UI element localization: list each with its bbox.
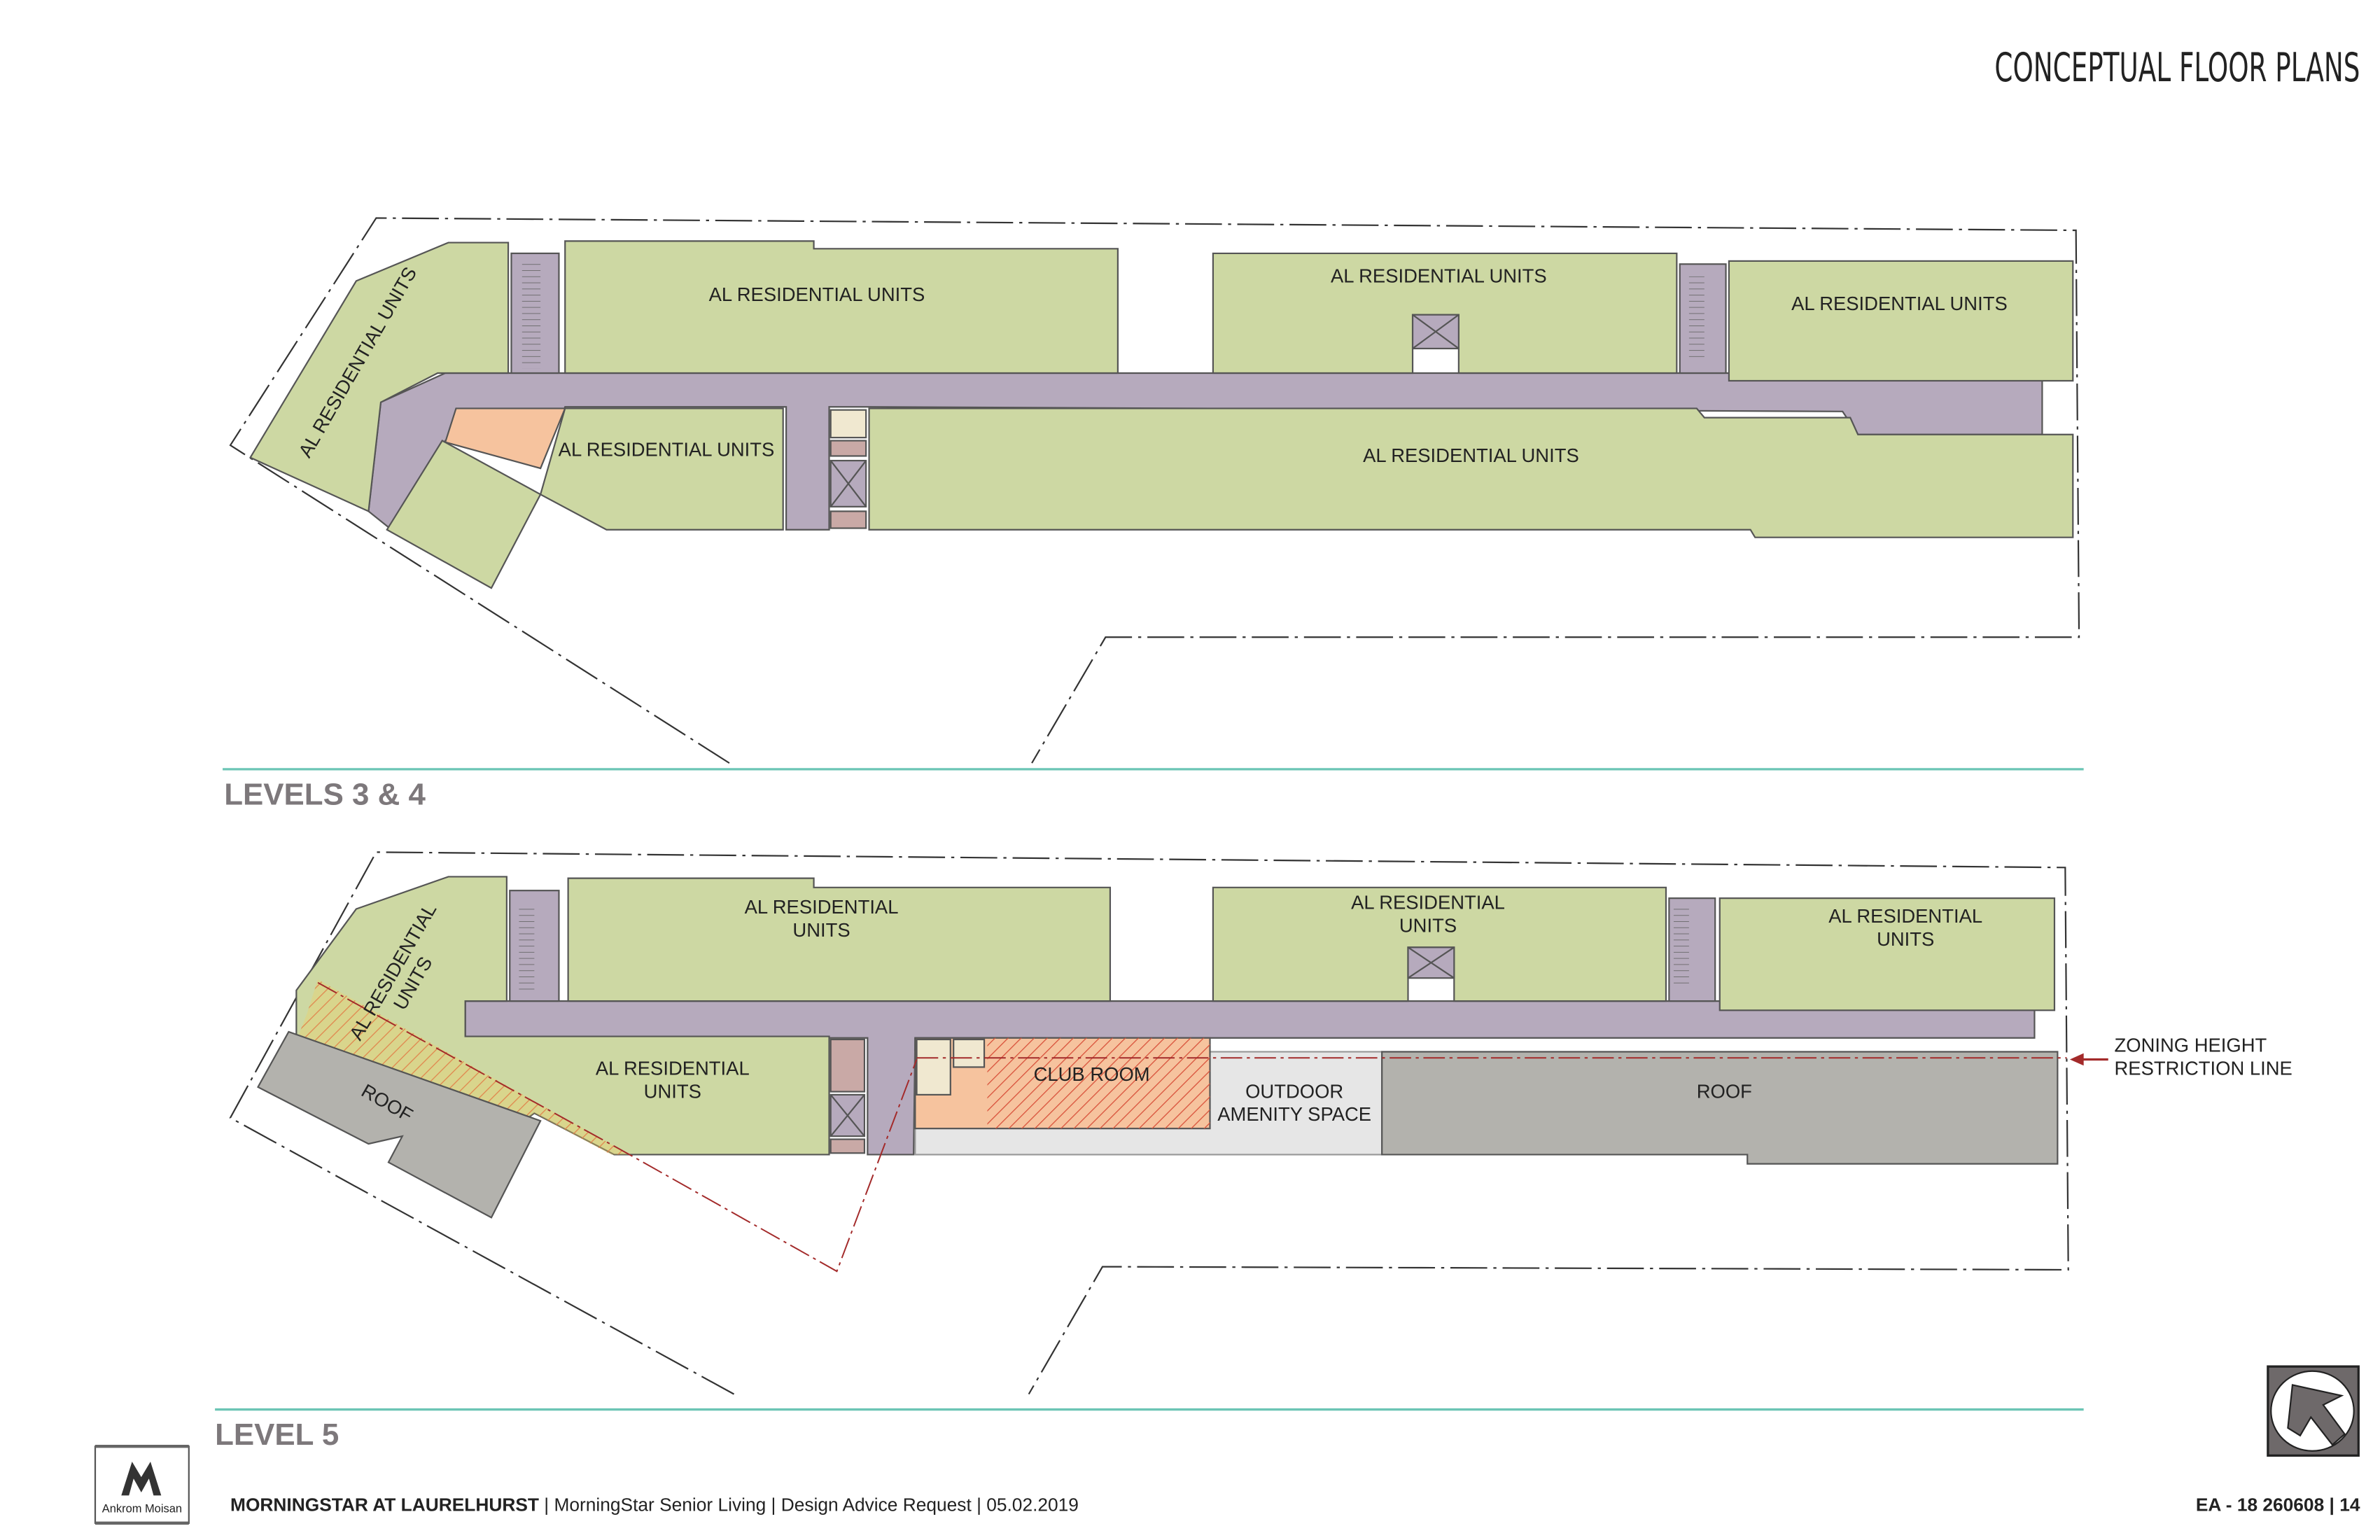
core-room — [830, 409, 867, 439]
arrow-icon — [2069, 1053, 2084, 1066]
unit-label: AL RESIDENTIAL — [596, 1057, 750, 1079]
residential-unit — [1718, 897, 2056, 1011]
unit-label: AL RESIDENTIAL — [1351, 892, 1505, 913]
unit-label: AL RESIDENTIAL UNITS — [1331, 265, 1547, 287]
core-room — [830, 1038, 866, 1093]
unit-label: AL RESIDENTIAL UNITS — [1791, 293, 2008, 314]
unit-label: UNITS — [1877, 928, 1934, 950]
zoning-height-line — [317, 981, 918, 1273]
outdoor-label: OUTDOOR — [1245, 1080, 1343, 1102]
roof-area — [257, 1030, 542, 1219]
unit-label: AL RESIDENTIAL UNITS — [709, 284, 925, 305]
core-room — [830, 510, 867, 529]
zoning-annotation: ZONING HEIGHT — [2115, 1034, 2267, 1056]
residential-unit — [386, 440, 542, 589]
core-room — [830, 440, 867, 457]
level-label: LEVELS 3 & 4 — [224, 777, 426, 811]
residential-unit — [564, 240, 1119, 374]
north-arrow-icon — [2267, 1365, 2360, 1457]
residential-unit — [567, 877, 1112, 1002]
roof-label: ROOF — [1697, 1080, 1752, 1102]
level-5-plan: AL RESIDENTIALUNITS AL RESIDENTIAL UNITS… — [215, 851, 2292, 1452]
unit-label: AL RESIDENTIAL UNITS — [559, 438, 775, 460]
height-exceedance-area — [296, 979, 630, 1155]
elevator-x — [830, 460, 867, 507]
residential-unit — [539, 407, 784, 531]
residential-unit — [248, 241, 510, 513]
unit-label: UNITS — [644, 1080, 701, 1102]
residential-unit — [868, 407, 2074, 538]
level-3-4-plan: AL RESIDENTIAL UNITS AL RESIDENTIAL UNIT… — [223, 217, 2084, 811]
zoning-annotation: RESTRICTION LINE — [2115, 1057, 2292, 1079]
unit-label: UNITS — [1399, 914, 1457, 936]
ankrom-moisan-logo: Ankrom Moisan — [94, 1445, 190, 1525]
level-label: LEVEL 5 — [215, 1418, 339, 1452]
property-line — [229, 851, 2069, 1395]
unit-label: AL RESIDENTIAL UNITS — [1363, 444, 1579, 466]
residential-unit — [1728, 260, 2074, 382]
roof-area — [1381, 1051, 2059, 1165]
unit-label: UNITS — [792, 919, 850, 941]
stair-treads — [522, 260, 541, 369]
svg-text:Ankrom Moisan: Ankrom Moisan — [102, 1503, 182, 1516]
club-room-label: CLUB ROOM — [1034, 1063, 1150, 1085]
amenity-room — [444, 407, 566, 470]
property-line — [229, 217, 2080, 764]
page-number: EA - 18 260608 | 14 — [2196, 1494, 2360, 1515]
page-title: CONCEPTUAL FLOOR PLANS — [1994, 45, 2360, 91]
footer-info: MORNINGSTAR AT LAURELHURST | MorningStar… — [230, 1494, 1079, 1515]
unit-label: AL RESIDENTIAL — [1828, 905, 1982, 927]
unit-label: AL RESIDENTIAL — [745, 896, 899, 918]
outdoor-label: AMENITY SPACE — [1217, 1103, 1371, 1125]
